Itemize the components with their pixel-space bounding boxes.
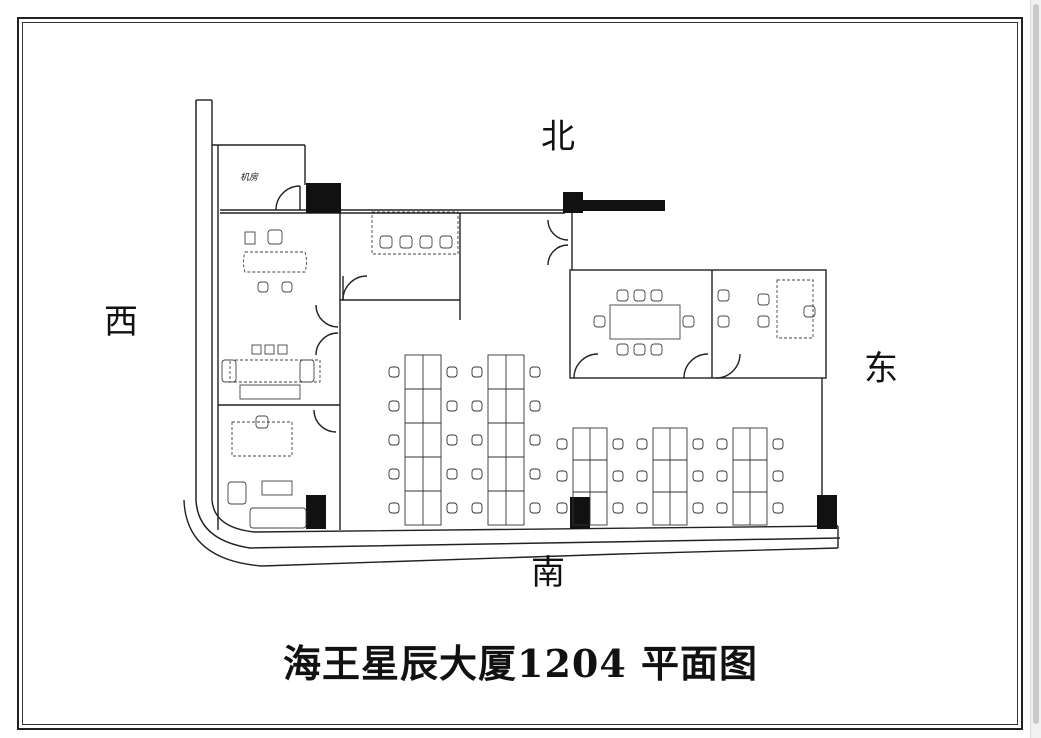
compass-south-label: 南 (531, 553, 565, 593)
server-room-label: 机房 (240, 173, 259, 183)
workstation-cluster-e (732, 427, 768, 526)
vertical-scrollbar[interactable] (1030, 0, 1041, 738)
exterior-wall-curve (183, 499, 839, 567)
inner-border (22, 22, 1018, 725)
compass-north-label: 北 (541, 117, 575, 157)
workstation-cluster-b (487, 354, 525, 526)
plan-title: 海王星辰大厦1204 平面图 (283, 641, 758, 686)
workstation-cluster-a (404, 354, 442, 526)
outer-border (17, 17, 1023, 730)
workstation-cluster-c (572, 427, 608, 526)
exterior-wall-outer (195, 100, 841, 549)
workstation-cluster-d (652, 427, 688, 526)
scrollbar-thumb[interactable] (1033, 4, 1039, 724)
exterior-wall-inner (211, 100, 839, 533)
compass-east-label: 东 (864, 349, 898, 389)
compass-west-label: 西 (104, 302, 138, 342)
